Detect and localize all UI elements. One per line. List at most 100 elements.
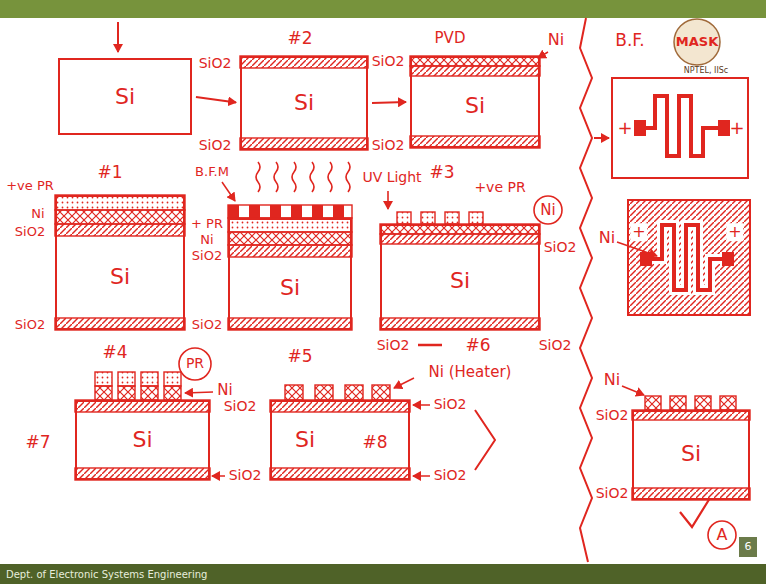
annotation-label: + bbox=[726, 223, 743, 241]
page-number-box bbox=[739, 537, 757, 557]
resist-block bbox=[95, 372, 112, 386]
leader-arrow bbox=[617, 242, 657, 256]
wafer-label: Si bbox=[115, 86, 135, 108]
wafer-box: Si bbox=[410, 56, 540, 148]
contact-pad bbox=[722, 252, 734, 266]
annotation-label: UV Light bbox=[362, 170, 421, 185]
annotation-label: SiO2 bbox=[596, 486, 629, 501]
nickel-heater-block bbox=[345, 385, 363, 400]
meander-gap bbox=[652, 225, 722, 290]
annotation-label: SiO2 bbox=[544, 240, 577, 255]
leader-arrow bbox=[222, 182, 235, 201]
wafer-label: Si bbox=[280, 277, 300, 299]
resist-block bbox=[118, 372, 135, 386]
annotation-label: SiO2 bbox=[229, 468, 262, 483]
mask-dark-stripe bbox=[249, 205, 260, 218]
resist-block bbox=[445, 212, 459, 224]
oxide-layer bbox=[55, 224, 185, 236]
annotation-label: + bbox=[729, 118, 744, 138]
annotation-label: 6 bbox=[745, 541, 752, 553]
annotation-label: +ve PR bbox=[6, 179, 54, 193]
resist-block bbox=[421, 212, 435, 224]
annotation-label: Ni bbox=[548, 31, 564, 49]
annotation-label: Ni bbox=[217, 382, 232, 399]
wafer-box: Si bbox=[55, 195, 185, 330]
resist-layer bbox=[228, 218, 352, 232]
annotation-label: Ni bbox=[200, 233, 213, 247]
uv-ray bbox=[328, 162, 332, 192]
oxide-layer bbox=[228, 245, 352, 257]
uv-ray bbox=[292, 162, 296, 192]
wafer-box: Si bbox=[228, 218, 352, 330]
nickel-block bbox=[118, 386, 135, 400]
uv-ray bbox=[274, 162, 278, 192]
wafer-box: Si bbox=[270, 400, 410, 480]
section-divider bbox=[580, 18, 592, 562]
pointer-arrow bbox=[594, 137, 609, 139]
resist-block bbox=[469, 212, 483, 224]
leader-arrow bbox=[394, 378, 414, 388]
uv-ray bbox=[256, 162, 260, 192]
wafer-label: Si bbox=[681, 443, 701, 465]
chevron-mark bbox=[475, 410, 495, 470]
wafer-label: Si bbox=[132, 429, 152, 451]
wafer-box: Si bbox=[632, 410, 750, 500]
mask-outline bbox=[228, 205, 352, 218]
leader-arrow bbox=[212, 475, 225, 477]
mask-outline bbox=[612, 78, 748, 178]
annotation-label: Dept. of Electronic Systems Engineering bbox=[6, 569, 207, 580]
annotation-label: SiO2 bbox=[192, 318, 222, 332]
meander-pattern bbox=[652, 225, 722, 290]
resist-block bbox=[397, 212, 411, 224]
footer-bar bbox=[0, 564, 766, 584]
annotation-label: SiO2 bbox=[192, 249, 222, 263]
nickel-heater-block bbox=[285, 385, 303, 400]
annotation-label: B.F. bbox=[615, 31, 645, 50]
annotation-label: SiO2 bbox=[372, 54, 405, 69]
annotation-label: SiO2 bbox=[199, 138, 232, 153]
annotation-label: Ni (Heater) bbox=[429, 364, 512, 381]
nickel-block bbox=[95, 386, 112, 400]
wafer-box: Si bbox=[240, 56, 368, 150]
nickel-heater-block bbox=[315, 385, 333, 400]
mask-dark-stripe bbox=[312, 205, 323, 218]
highlight-circle bbox=[708, 521, 736, 549]
annotation-label: #8 bbox=[362, 433, 387, 452]
nickel-layer bbox=[55, 210, 185, 224]
uv-ray bbox=[310, 162, 314, 192]
oxide-layer bbox=[380, 234, 540, 244]
wafer-label: Si bbox=[450, 270, 470, 292]
leader-arrow bbox=[387, 191, 389, 209]
highlight-circle bbox=[179, 348, 211, 380]
annotation-label: #6 bbox=[465, 336, 490, 355]
check-mark bbox=[680, 498, 710, 527]
annotation-label: B.F.M bbox=[195, 165, 229, 179]
annotation-label: Ni bbox=[599, 229, 615, 247]
logo-circle bbox=[674, 19, 720, 65]
resist-block bbox=[164, 372, 181, 386]
annotation-label: SiO2 bbox=[539, 338, 572, 353]
leader-arrow bbox=[413, 404, 430, 406]
annotation-label: A bbox=[717, 526, 728, 544]
annotation-label: PVD bbox=[435, 30, 466, 47]
nickel-block bbox=[164, 386, 181, 400]
wafer-box: Si bbox=[58, 58, 192, 135]
wafer-label: Si bbox=[465, 95, 485, 117]
leader-arrow bbox=[185, 392, 213, 393]
annotation-label: + bbox=[630, 223, 647, 241]
annotation-label: SiO2 bbox=[377, 338, 410, 353]
meander-pattern bbox=[646, 96, 718, 156]
leader-arrow bbox=[622, 386, 644, 395]
process-arrow bbox=[196, 97, 236, 102]
nickel-heater-block bbox=[372, 385, 390, 400]
process-start-arrow bbox=[117, 22, 119, 52]
nickel-layer bbox=[228, 232, 352, 245]
wafer-label: Si bbox=[295, 429, 315, 451]
annotation-label: SiO2 bbox=[372, 138, 405, 153]
wafer-label: Si bbox=[294, 92, 314, 114]
wafer-box: Si bbox=[380, 224, 540, 330]
annotation-label: Ni bbox=[31, 207, 44, 221]
annotation-label: + bbox=[617, 118, 632, 138]
